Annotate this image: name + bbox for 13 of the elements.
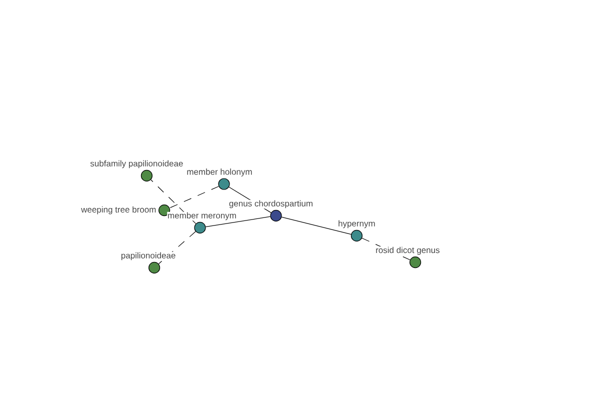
node-circle (140, 170, 152, 182)
node-circle (350, 230, 362, 242)
dashed-line (150, 179, 196, 224)
node-circle (148, 262, 160, 274)
node-label: member holonym (186, 168, 253, 177)
node-circle (218, 178, 230, 190)
connector-line (281, 216, 352, 235)
dashed-line (158, 231, 196, 264)
node-circle (194, 222, 206, 234)
node-circle (410, 256, 422, 268)
dashed-line (169, 186, 219, 208)
node-circle (270, 210, 282, 222)
connector-line (205, 216, 271, 228)
